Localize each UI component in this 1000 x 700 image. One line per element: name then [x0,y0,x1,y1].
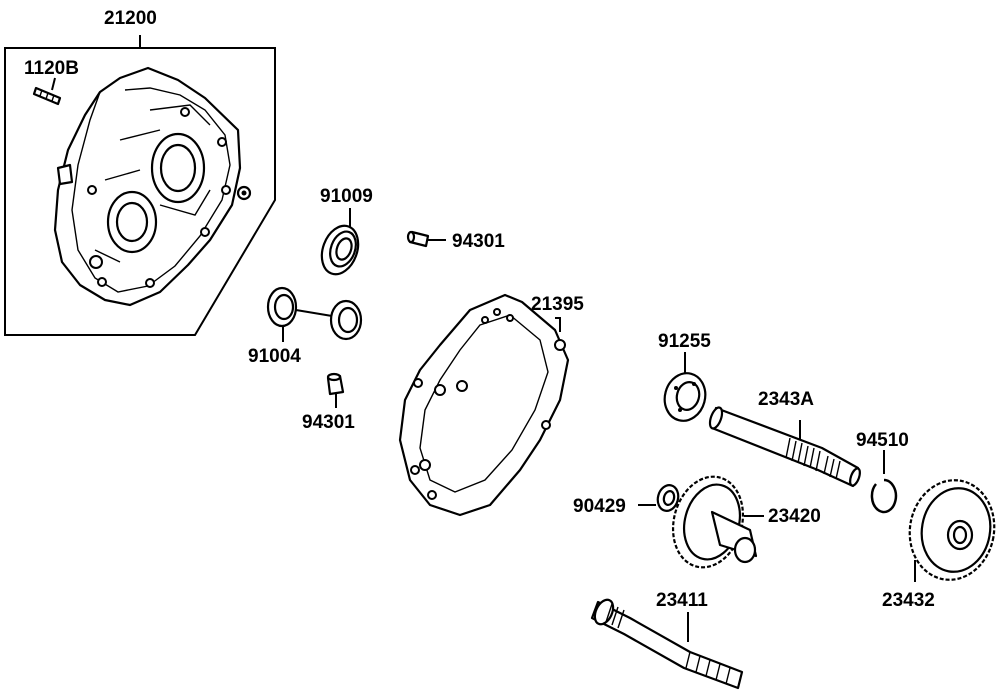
callout-94510: 94510 [856,430,909,451]
drive-shaft-icon [708,406,861,488]
dowel-pin-lower-icon [326,372,345,408]
callout-1120B: 1120B [24,58,79,79]
callout-2343A: 2343A [758,389,814,410]
dowel-pin-upper-icon [406,230,446,248]
countershaft-gear-icon [671,475,764,569]
assembly-group-21200 [4,35,276,336]
oil-seal-icon [663,352,707,422]
gasket-icon [398,293,570,517]
circlip-icon [870,450,898,514]
final-gear-icon [908,479,996,582]
callout-23432: 23432 [882,590,935,611]
transmission-case-icon [53,66,242,307]
stud-bolt-icon [32,77,62,106]
callout-94301-upper: 94301 [452,231,505,252]
callout-91255: 91255 [658,331,711,352]
bearing-91004-icon [266,286,363,342]
callout-21395: 21395 [531,294,584,315]
input-shaft-icon [590,598,744,690]
bearing-91009-icon [320,208,360,276]
small-nut-icon [236,185,252,201]
washer-icon [638,484,680,512]
callout-90429: 90429 [573,496,626,517]
callout-23420: 23420 [768,506,821,527]
callout-91009: 91009 [320,186,373,207]
callout-94301-lower: 94301 [302,412,355,433]
callout-21200: 21200 [104,8,157,29]
callout-91004: 91004 [248,346,301,367]
callout-23411: 23411 [656,590,708,611]
